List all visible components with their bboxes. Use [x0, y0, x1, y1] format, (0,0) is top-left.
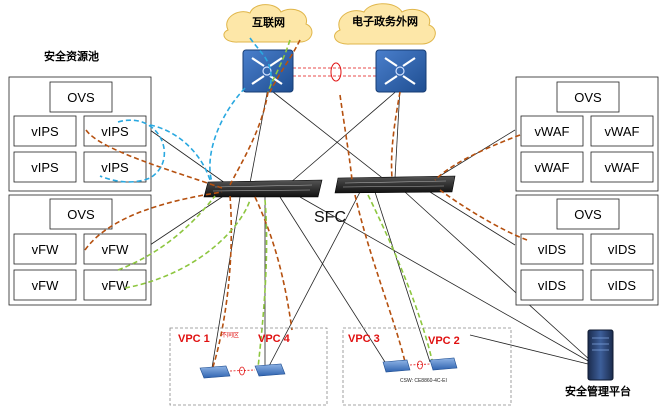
- left-bottom-cell-3: vFW: [32, 278, 59, 293]
- right-group-top: OVS vWAF vWAF vWAF vWAF: [515, 76, 659, 192]
- router-egov: [375, 49, 427, 93]
- right-group-bottom: OVS vIDS vIDS vIDS vIDS: [515, 194, 659, 306]
- left-group-bottom: OVS vFW vFW vFW vFW: [8, 194, 152, 306]
- right-bottom-cell-1: vIDS: [538, 242, 567, 257]
- router-interlink: [293, 62, 377, 82]
- vpc1-label: VPC 1: [178, 333, 210, 345]
- core-switch-right: [334, 175, 456, 194]
- left-top-ovs: OVS: [67, 90, 95, 105]
- mgmt-label: 安全管理平台: [565, 384, 631, 398]
- pool-title: 安全资源池: [44, 49, 99, 63]
- left-bottom-cell-4: vFW: [102, 278, 129, 293]
- router-internet: [242, 49, 294, 93]
- left-group-top: OVS vIPS vIPS vIPS vIPS: [8, 76, 152, 192]
- vpc4-label: VPC 4: [258, 333, 291, 345]
- right-top-cell-3: vWAF: [535, 160, 570, 175]
- cloud-internet: 互联网: [223, 4, 313, 43]
- right-bottom-cell-4: vIDS: [608, 278, 637, 293]
- left-top-cell-2: vIPS: [101, 124, 129, 139]
- vpc-left-switch-1: [199, 365, 231, 379]
- vpc-left-switch-2: [254, 363, 286, 377]
- sfc-label: SFC: [314, 209, 346, 226]
- right-top-cell-1: vWAF: [535, 124, 570, 139]
- vpc-right-switch-1: [382, 359, 411, 373]
- right-bottom-ovs: OVS: [574, 207, 602, 222]
- right-bottom-cell-3: vIDS: [538, 278, 567, 293]
- mgmt-server-icon: [587, 329, 614, 381]
- vpc3-label: VPC 3: [348, 333, 380, 345]
- right-top-cell-2: vWAF: [605, 124, 640, 139]
- left-bottom-cell-2: vFW: [102, 242, 129, 257]
- right-top-cell-4: vWAF: [605, 160, 640, 175]
- vpc-area-left: VPC 1 不同区 VPC 4: [169, 327, 328, 406]
- left-top-cell-3: vIPS: [31, 160, 59, 175]
- left-bottom-ovs: OVS: [67, 207, 95, 222]
- vpc2-label: VPC 2: [428, 335, 460, 347]
- left-top-cell-1: vIPS: [31, 124, 59, 139]
- right-bottom-cell-2: vIDS: [608, 242, 637, 257]
- vpc-small-tag: 不同区: [221, 332, 239, 339]
- cloud-egov-label: 电子政务外网: [352, 14, 418, 28]
- vpc-area-right: VPC 3 VPC 2 CSW: CE8860-4C-EI: [342, 327, 512, 406]
- cloud-internet-label: 互联网: [252, 15, 285, 29]
- cloud-egov: 电子政务外网: [334, 3, 436, 45]
- left-top-cell-4: vIPS: [101, 160, 129, 175]
- right-top-ovs: OVS: [574, 90, 602, 105]
- core-switch-left: [203, 179, 323, 198]
- traffic-paths: [84, 37, 528, 371]
- solid-links: [149, 87, 591, 369]
- left-bottom-cell-1: vFW: [32, 242, 59, 257]
- csw-label: CSW: CE8860-4C-EI: [400, 378, 447, 384]
- vpc-right-switch-2: [429, 357, 458, 371]
